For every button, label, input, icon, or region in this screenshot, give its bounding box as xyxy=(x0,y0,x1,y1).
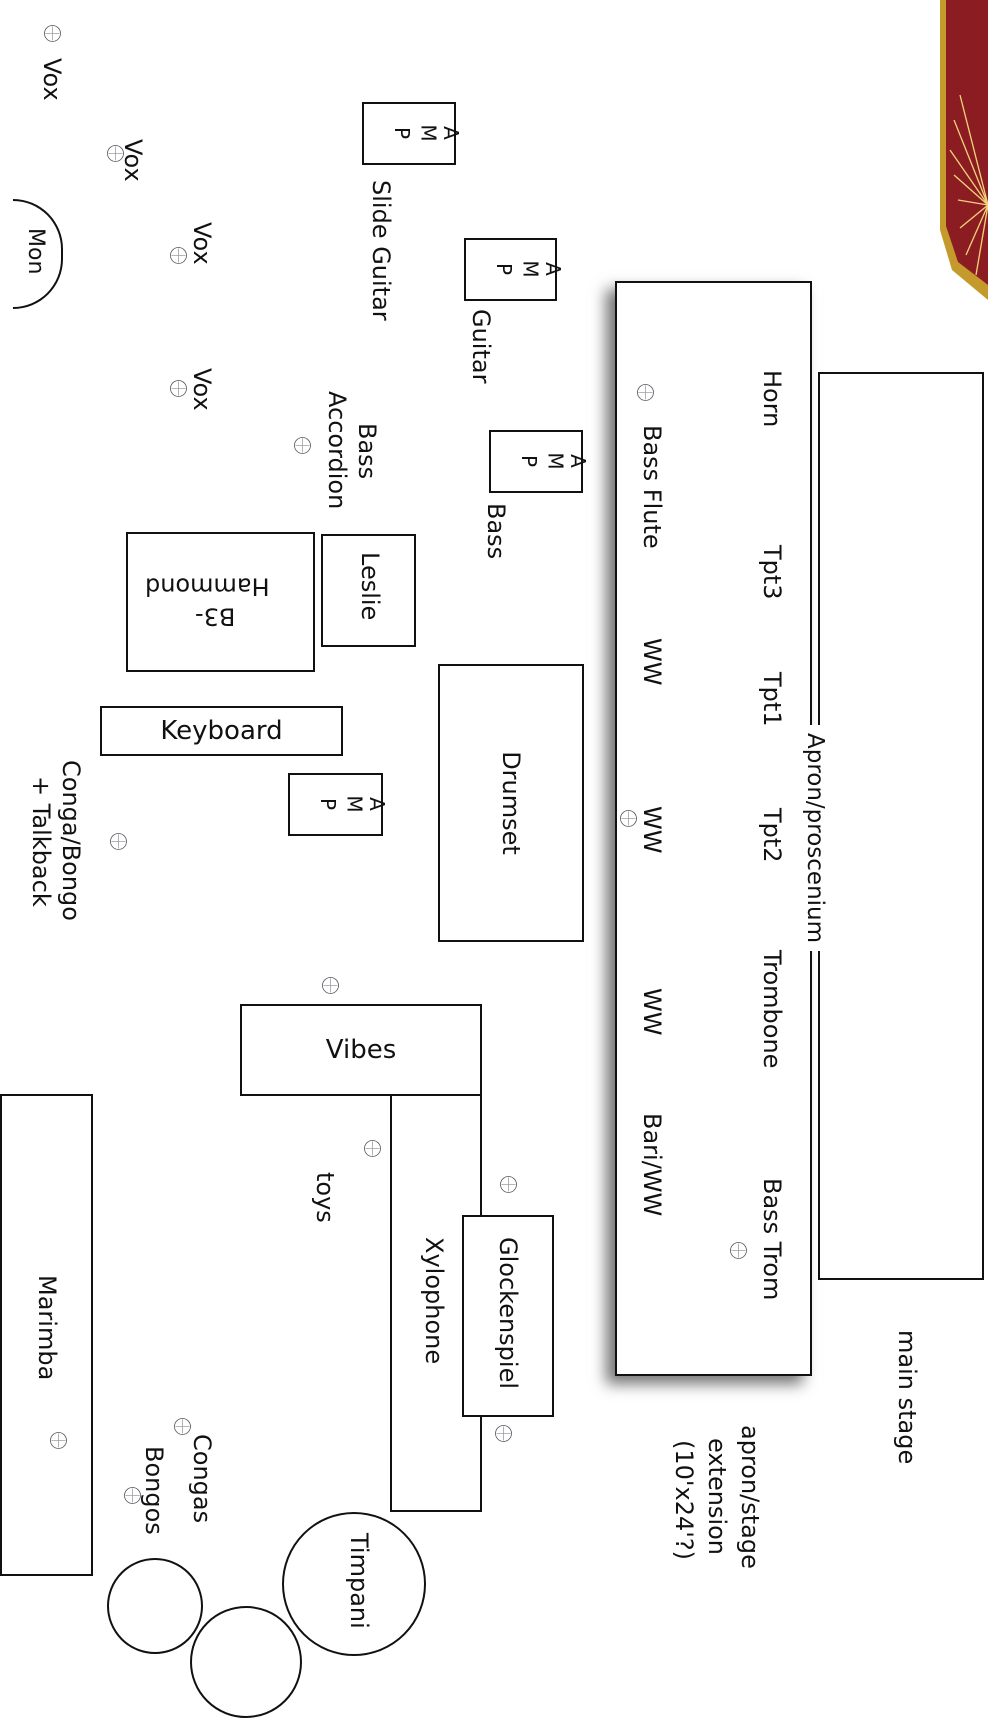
keyboard-label: Keyboard xyxy=(160,716,283,746)
monitor-label: Mon xyxy=(23,228,48,275)
bass-label: Bass xyxy=(482,503,510,560)
microphone-icon xyxy=(101,1464,146,1509)
congas-label: Congas xyxy=(188,1434,216,1524)
drumset-label: Drumset xyxy=(497,751,525,855)
marimba xyxy=(0,1094,93,1576)
leslie-label: Leslie xyxy=(356,552,384,621)
tpt2-label: Tpt2 xyxy=(758,808,786,863)
ww-label-3: WW xyxy=(638,988,666,1036)
apron-extension-line-1: apron/stage xyxy=(736,1425,764,1569)
timpani-label: Timpani xyxy=(345,1533,373,1629)
microphone-icon xyxy=(597,787,642,832)
amp-letter-m: M xyxy=(543,452,568,470)
microphone-icon xyxy=(147,224,192,269)
amp-letter-a: A xyxy=(364,797,389,811)
xylophone-label: Xylophone xyxy=(420,1237,448,1365)
amp-letter-p: P xyxy=(316,797,341,811)
microphone-icon xyxy=(477,1153,522,1198)
amp-letter-a: A xyxy=(540,262,565,276)
horn-label: Horn xyxy=(758,370,786,428)
amp-letter-m: M xyxy=(342,795,367,813)
bongo-drum-2 xyxy=(190,1606,302,1718)
amp-letter-m: M xyxy=(416,124,441,142)
hammond-b3 xyxy=(126,532,315,672)
ww-label-1: WW xyxy=(638,638,666,686)
leslie xyxy=(321,534,416,647)
microphone-icon xyxy=(147,357,192,402)
vox-label-1: Vox xyxy=(38,58,66,101)
amp-guitar: A M P xyxy=(464,238,565,301)
bongos-label: Bongos xyxy=(140,1446,168,1535)
bari-ww-label: Bari/WW xyxy=(638,1113,666,1217)
theater-curtain-icon xyxy=(940,0,988,300)
microphone-icon xyxy=(151,1395,196,1440)
bongo-drum-1 xyxy=(107,1558,203,1654)
apron-stage-extension xyxy=(615,281,812,1376)
vibes-label: Vibes xyxy=(325,1035,397,1065)
apron-extension-line-3: (10'x24'?) xyxy=(670,1440,698,1560)
drumset: Drumset xyxy=(438,664,584,942)
bass-flute-label: Bass Flute xyxy=(638,425,666,549)
amp-slide-guitar: A M P xyxy=(362,102,463,165)
keyboard: Keyboard xyxy=(100,706,343,756)
hammond-label: Hammond xyxy=(145,572,270,601)
amp-letter-p: P xyxy=(390,126,415,140)
glockenspiel xyxy=(462,1215,554,1417)
tpt3-label: Tpt3 xyxy=(758,545,786,600)
amp-letter-a: A xyxy=(438,126,463,140)
vox-label-3: Vox xyxy=(188,222,216,265)
main-stage xyxy=(818,372,984,1280)
microphone-icon xyxy=(707,1219,752,1264)
b3-label: B3- xyxy=(195,602,236,631)
amp-letter-a: A xyxy=(565,454,590,468)
guitar-label: Guitar xyxy=(467,309,495,384)
amp-letter-p: P xyxy=(517,454,542,468)
timpani xyxy=(282,1512,426,1656)
microphone-icon xyxy=(21,2,66,47)
marimba-label: Marimba xyxy=(33,1275,61,1381)
toys-label: toys xyxy=(311,1172,339,1223)
talkback-label: + Talkback xyxy=(27,776,55,907)
slide-guitar-label: Slide Guitar xyxy=(367,180,395,321)
bass-accordion-line-2: Accordion xyxy=(323,391,351,510)
glockenspiel-label: Glockenspiel xyxy=(494,1237,522,1390)
amp-bass: A M P xyxy=(489,430,590,493)
microphone-icon xyxy=(27,1409,72,1454)
amp-keyboard: A M P xyxy=(288,773,389,836)
microphone-icon xyxy=(271,414,316,459)
tpt1-label: Tpt1 xyxy=(758,672,786,727)
conga-bongo-label: Conga/Bongo xyxy=(57,760,85,921)
microphone-icon xyxy=(489,1402,534,1447)
microphone-icon xyxy=(341,1117,386,1162)
amp-letter-m: M xyxy=(518,260,543,278)
trombone-label: Trombone xyxy=(758,950,786,1069)
microphone-icon xyxy=(84,122,129,167)
microphone-icon xyxy=(87,810,132,855)
amp-letter-p: P xyxy=(492,262,517,276)
apron-extension-line-2: extension xyxy=(703,1438,731,1555)
ww-label-2: WW xyxy=(638,806,666,854)
microphone-icon xyxy=(299,954,344,999)
microphone-icon xyxy=(614,361,659,406)
apron-proscenium-label: Apron/proscenium xyxy=(801,725,828,952)
vibes: Vibes xyxy=(240,1004,482,1096)
bass-accordion-line-1: Bass xyxy=(353,423,381,480)
main-stage-label: main stage xyxy=(893,1330,921,1465)
bass-trombone-label: Bass Trom xyxy=(758,1178,786,1301)
